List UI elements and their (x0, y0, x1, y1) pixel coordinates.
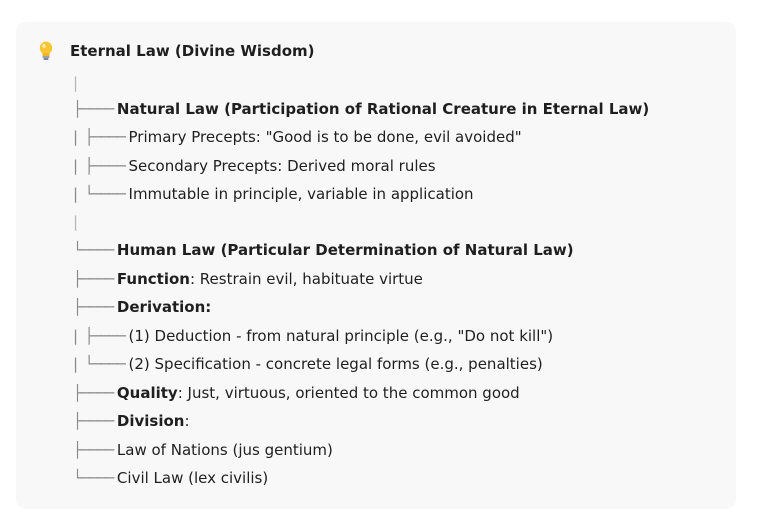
node-text: Civil Law (lex civilis) (116, 469, 269, 487)
tree-connector: | (73, 213, 78, 231)
node-text: : Restrain evil, habituate virtue (189, 270, 423, 288)
tree-node-derivation: ├──── Derivation: (73, 298, 212, 316)
node-label: Function (116, 270, 190, 288)
node-text: (2) Specification - concrete legal forms… (128, 355, 543, 373)
tree-node-deduction: | ├──── (1) Deduction - from natural pri… (73, 327, 554, 345)
node-label: Derivation: (116, 298, 212, 316)
tree-node-civil-law: └──── Civil Law (lex civilis) (73, 469, 269, 487)
node-text: : (184, 412, 190, 430)
node-label: Human Law (Particular Determination of N… (116, 241, 574, 259)
tree-node-immutable: | └──── Immutable in principle, variable… (73, 185, 474, 203)
tree-node-law-of-nations: ├──── Law of Nations (jus gentium) (73, 441, 333, 459)
node-text: Secondary Precepts: Derived moral rules (128, 157, 436, 175)
tree-node-human-law: └──── Human Law (Particular Determinatio… (73, 241, 574, 259)
tree-node-secondary-precepts: | ├──── Secondary Precepts: Derived mora… (73, 157, 436, 175)
node-label: Division (116, 412, 185, 430)
tree-node-quality: ├──── Quality: Just, virtuous, oriented … (73, 384, 520, 402)
root-node-label: Eternal Law (Divine Wisdom) (70, 42, 315, 60)
tree-node-division: ├──── Division: (73, 412, 190, 430)
node-text: Primary Precepts: "Good is to be done, e… (128, 128, 522, 146)
node-text: Law of Nations (jus gentium) (116, 441, 333, 459)
tree-node-function: ├──── Function: Restrain evil, habituate… (73, 270, 423, 288)
tree-node-specification: | └──── (2) Specification - concrete leg… (73, 355, 543, 373)
tree-connector: | (73, 74, 78, 92)
node-label: Quality (116, 384, 178, 402)
tree-node-natural-law: ├──── Natural Law (Participation of Rati… (73, 100, 650, 118)
node-text: Immutable in principle, variable in appl… (128, 185, 474, 203)
lightbulb-icon (39, 41, 53, 60)
tree-card (16, 22, 736, 509)
node-text: : Just, virtuous, oriented to the common… (177, 384, 520, 402)
node-label: Natural Law (Participation of Rational C… (116, 100, 650, 118)
node-text: (1) Deduction - from natural principle (… (128, 327, 554, 345)
tree-node-primary-precepts: | ├──── Primary Precepts: "Good is to be… (73, 128, 522, 146)
